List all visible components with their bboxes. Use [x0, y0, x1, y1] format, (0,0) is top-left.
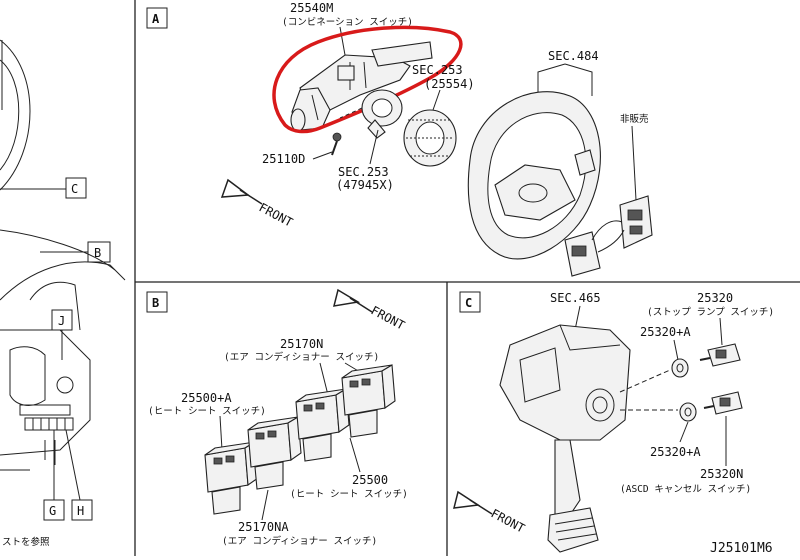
callout-label-c: C	[71, 182, 78, 196]
highlight-ring	[272, 25, 463, 134]
callout-box-b[interactable]	[87, 241, 111, 263]
switch-block-2	[247, 416, 302, 490]
stop-lamp-name: (ストップ ランプ スイッチ)	[647, 307, 774, 318]
ascd-switch	[703, 391, 743, 415]
switch-block-3	[295, 388, 350, 462]
panel-label-box-b	[146, 291, 168, 313]
front-label-a: FRONT	[257, 200, 295, 229]
panel-label-c: C	[465, 296, 472, 310]
left-callouts: C B J G H ストを参照	[0, 177, 111, 548]
ascd-switch-name: (ASCD キャンセル スイッチ)	[620, 484, 751, 495]
front-label-c: FRONT	[489, 506, 527, 535]
pn-25320-label[interactable]: 25320	[697, 291, 733, 305]
switch-block-4	[341, 364, 396, 438]
ac-switch-name-1: (エア コンディショナー スイッチ)	[224, 351, 379, 363]
callout-label-h: H	[77, 504, 84, 518]
panel-a: 25540M (コンビネーション スイッチ) 25110D	[220, 1, 653, 277]
panel-frames	[134, 0, 800, 556]
pn-25170n-label[interactable]: 25170N	[280, 337, 323, 351]
pn-25554-label: (25554)	[424, 77, 475, 91]
panel-label-b: B	[152, 296, 159, 310]
pn-47945x-label: (47945X)	[336, 178, 394, 192]
callout-box-g[interactable]	[43, 499, 65, 521]
screw-25110d	[331, 132, 342, 156]
not-for-sale-label: 非販売	[620, 113, 649, 125]
sec253-bottom-label[interactable]: SEC.253	[338, 165, 389, 179]
stop-lamp-switch	[699, 343, 741, 367]
panel-label-box-c	[459, 291, 481, 313]
switch-part-number[interactable]: 25540M	[290, 1, 333, 15]
panel-label-a: A	[152, 12, 160, 26]
front-arrow-a	[220, 178, 263, 205]
pn-25500a-label[interactable]: 25500+A	[181, 391, 232, 405]
ascd-switch-nut	[679, 402, 697, 422]
sec253-top-label[interactable]: SEC.253	[412, 63, 463, 77]
front-arrow-b	[332, 288, 373, 313]
panel-label-box-a	[146, 7, 168, 29]
steering-wheel-drawing	[467, 91, 601, 260]
front-arrow-c	[453, 490, 493, 515]
steering-gear-ring	[403, 109, 457, 167]
switch-part-name: (コンビネーション スイッチ)	[282, 17, 413, 28]
pn-25320a-top-label[interactable]: 25320+A	[640, 325, 691, 339]
pn-25320n-label[interactable]: 25320N	[700, 467, 743, 481]
pn-25170na-label[interactable]: 25170NA	[238, 520, 289, 534]
callout-label-j: J	[58, 314, 65, 328]
sec465-label[interactable]: SEC.465	[550, 291, 601, 305]
pn-25500-label[interactable]: 25500	[352, 473, 388, 487]
steering-switches	[564, 195, 653, 277]
heat-seat-name-2: (ヒート シート スイッチ)	[290, 489, 408, 500]
callout-label-g: G	[49, 504, 56, 518]
panel-b: FRONT 25170N (エア コンディショナー スイッチ) 25500+A …	[148, 288, 408, 547]
callout-label-b: B	[94, 246, 101, 260]
pn-25320a-bottom-label[interactable]: 25320+A	[650, 445, 701, 459]
combination-switch-drawing	[290, 41, 433, 132]
stop-lamp-switch-nut	[671, 358, 689, 378]
panel-c: SEC.465 25320 (ストップ ランプ スイッチ) 25320+A	[453, 291, 774, 556]
left-note: ストを参照	[2, 536, 50, 548]
spiral-cable-drawing	[339, 89, 403, 139]
callout-box-h[interactable]	[71, 499, 93, 521]
heat-seat-name-1: (ヒート シート スイッチ)	[148, 406, 266, 417]
front-label-b: FRONT	[369, 303, 407, 332]
ac-switch-name-2: (エア コンディショナー スイッチ)	[222, 535, 377, 547]
drawing-number: J25101M6	[710, 541, 773, 556]
screw-part-number[interactable]: 25110D	[262, 152, 305, 166]
callout-box-c[interactable]	[65, 177, 87, 199]
sec484-label[interactable]: SEC.484	[548, 49, 599, 63]
dashboard-partial-view	[0, 39, 126, 471]
pedal-assembly-drawing	[499, 324, 631, 553]
